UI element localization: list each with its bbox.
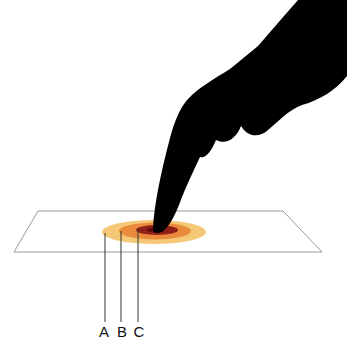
part-label: B bbox=[117, 324, 127, 340]
pointing-hand bbox=[153, 0, 347, 233]
part-label: C bbox=[134, 324, 145, 340]
leader-line bbox=[138, 229, 139, 322]
leader-line bbox=[105, 233, 106, 322]
part-label: A bbox=[99, 324, 109, 340]
leader-line bbox=[121, 231, 122, 322]
